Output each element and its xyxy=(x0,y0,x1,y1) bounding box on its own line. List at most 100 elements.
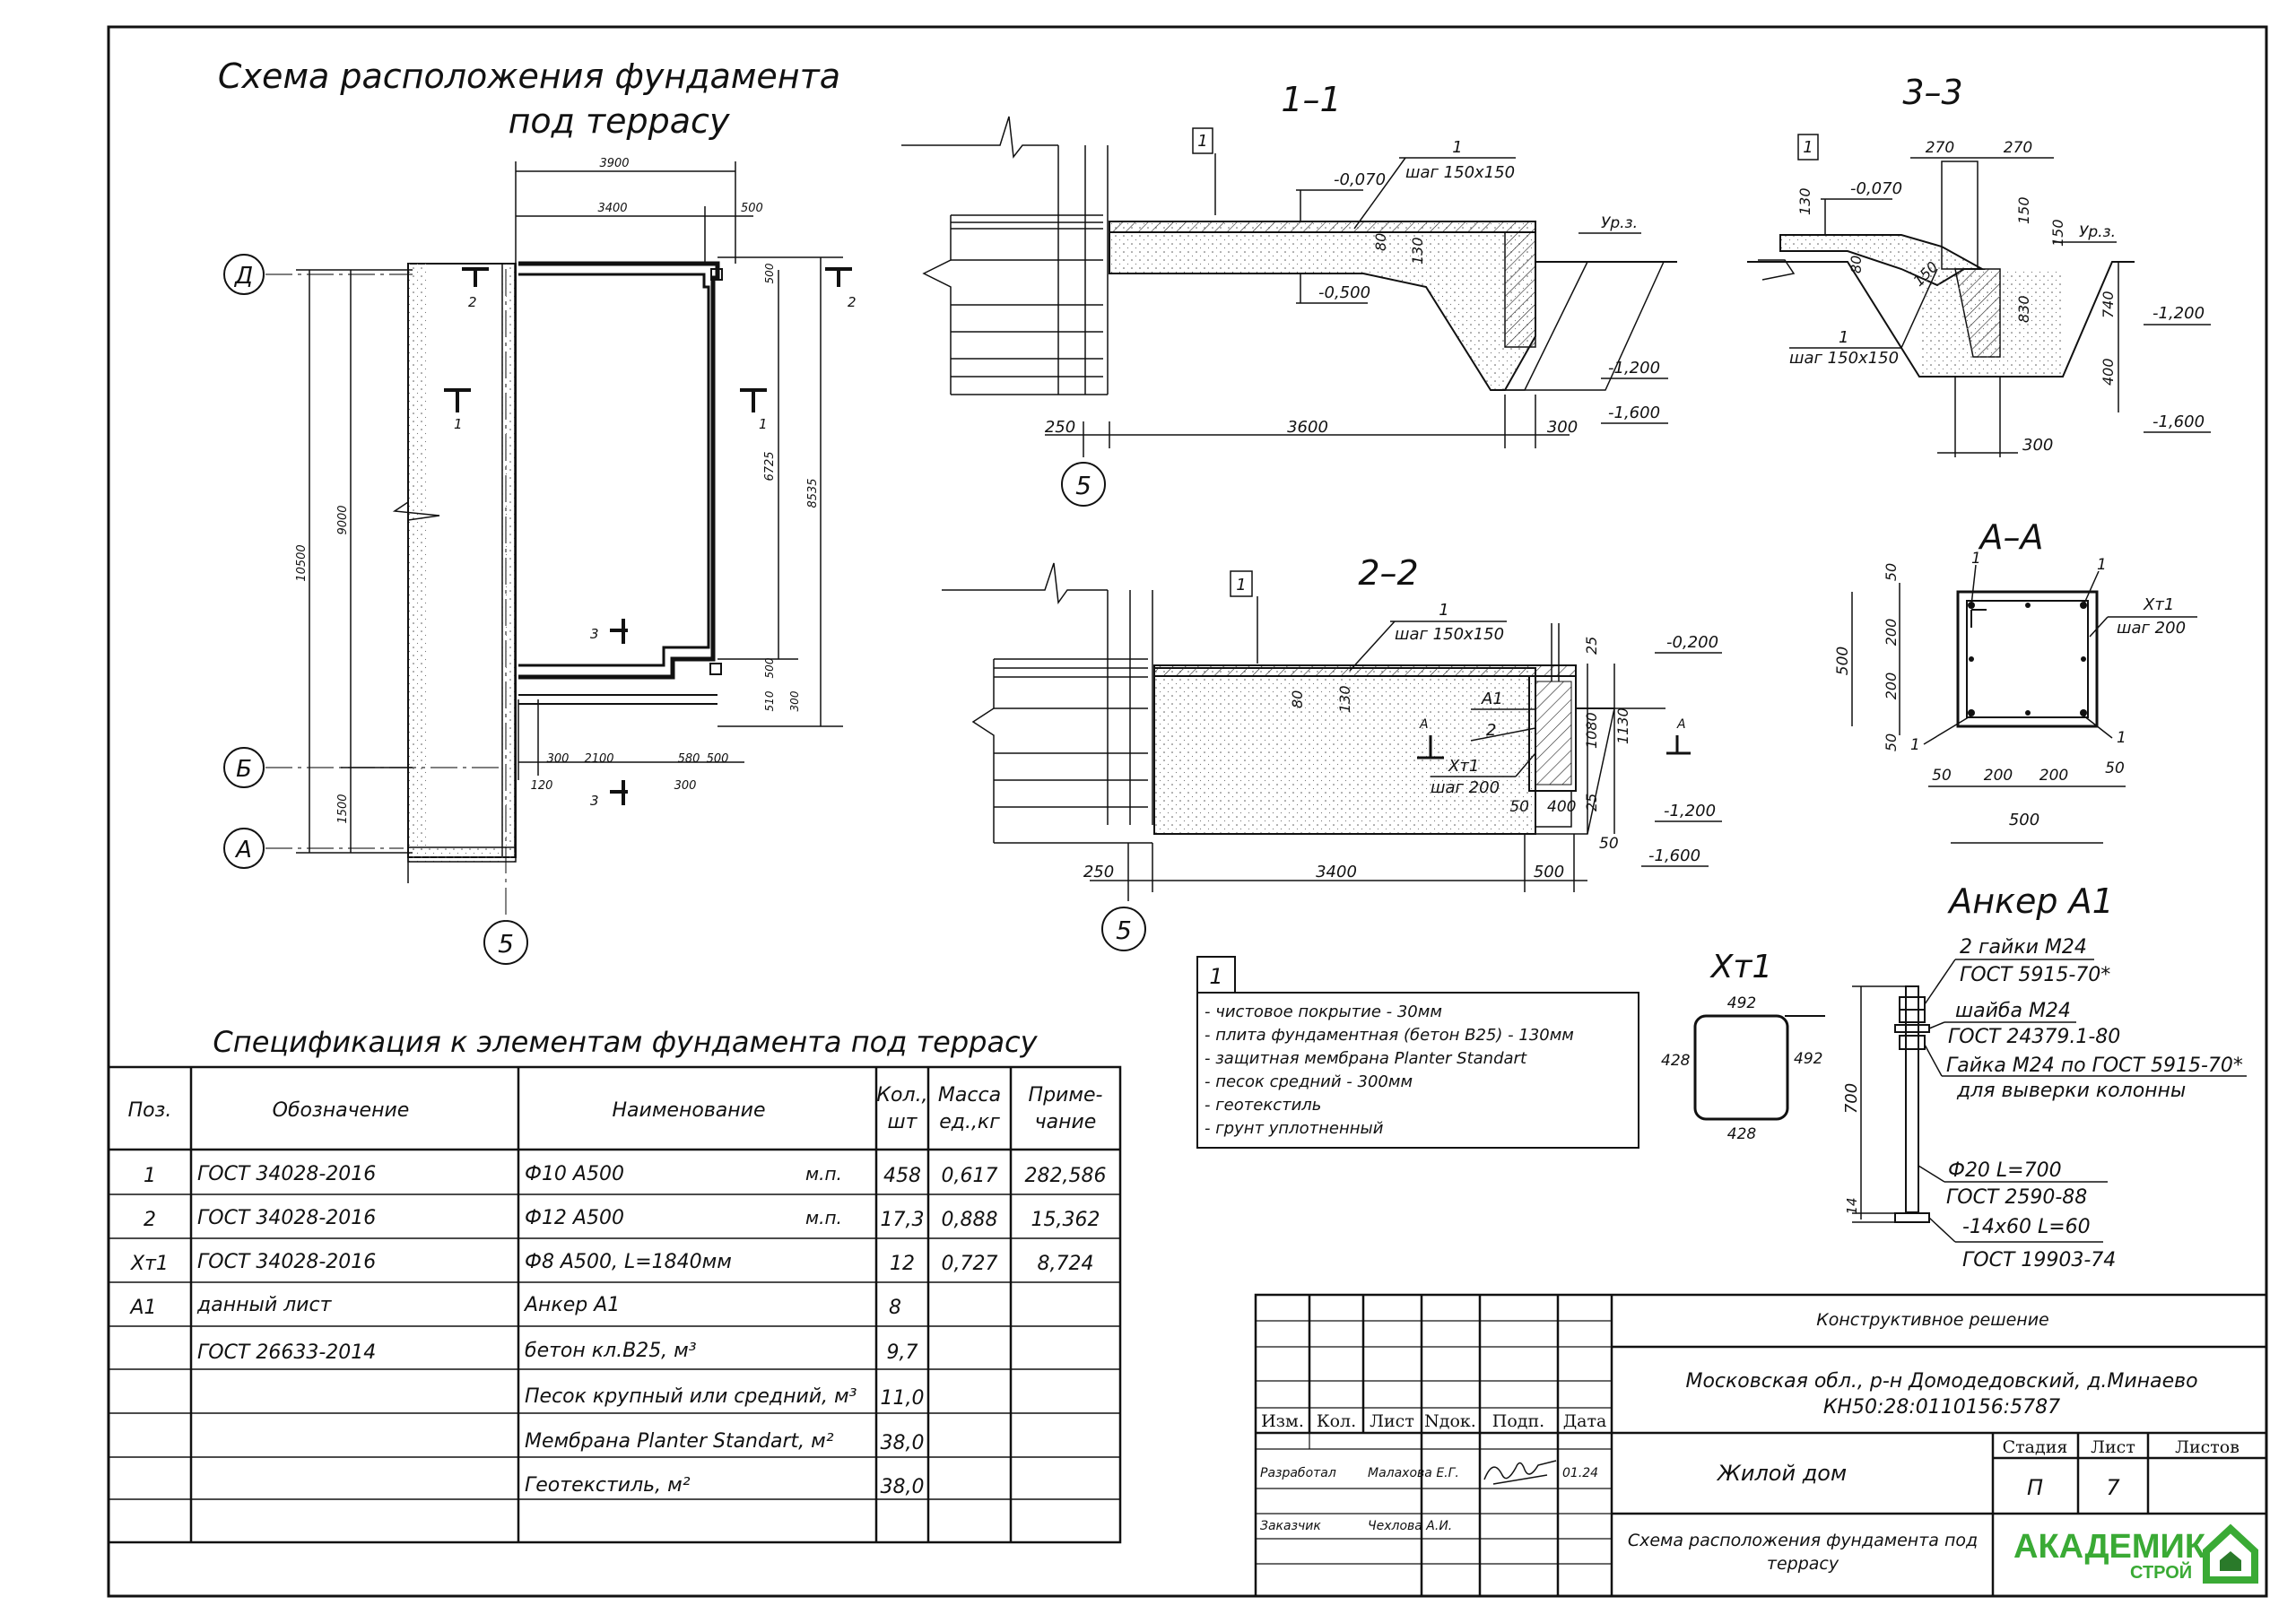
stamp-stage: П xyxy=(2027,1475,2043,1500)
stamp-sheet-number: 7 xyxy=(2106,1475,2120,1500)
aa-dim-50-a: 50 xyxy=(1883,563,1900,581)
spec-header-mass-2: ед.,кг xyxy=(939,1111,1000,1133)
anchor-note-1: 2 гайки М24 xyxy=(1960,936,2087,959)
section-1-1: 1–1 1 1 шаг 150 xyxy=(901,80,1677,507)
dim-3400: 3400 xyxy=(597,202,627,215)
anchor-note-10: ГОСТ 19903-74 xyxy=(1962,1249,2116,1271)
anchor-dim-700: 700 xyxy=(1842,1083,1861,1114)
s11-dim-80: 80 xyxy=(1372,233,1389,251)
spec-header-mass-1: Масса xyxy=(938,1084,1001,1107)
spec-cell-name: Ф10 А500 xyxy=(525,1163,624,1185)
stamp-address-2: КН50:28:0110156:5787 xyxy=(1823,1396,2060,1419)
spec-cell-name: Мембрана Planter Standart, м² xyxy=(525,1430,834,1453)
spec-header-qty-2: шт xyxy=(888,1111,918,1133)
dim-580: 580 xyxy=(678,752,700,766)
aa-label-1-tr: 1 xyxy=(2097,556,2107,574)
dim-120: 120 xyxy=(531,779,553,793)
stamp-object: Жилой дом xyxy=(1716,1461,1847,1486)
stamp-drawing-title-2: террасу xyxy=(1767,1554,1839,1574)
legend-number: 1 xyxy=(1209,964,1222,989)
section-2-2-title: 2–2 xyxy=(1358,553,1418,593)
section-3-3-title: 3–3 xyxy=(1902,73,1962,112)
spec-title: Спецификация к элементам фундамента под … xyxy=(213,1025,1038,1059)
aa-dim-200-b: 200 xyxy=(1883,673,1900,700)
anchor-note-7: Ф20 L=700 xyxy=(1948,1159,2062,1182)
spec-cell-unit: м.п. xyxy=(805,1163,842,1185)
dim-9000: 9000 xyxy=(336,505,350,534)
dim-10500: 10500 xyxy=(295,544,309,581)
legend-item: - песок средний - 300мм xyxy=(1205,1072,1413,1091)
s11-dim-130: 130 xyxy=(1409,237,1426,265)
s33-level-1200: -1,200 xyxy=(2152,304,2205,323)
dim-1500: 1500 xyxy=(336,794,350,823)
dim-500-top: 500 xyxy=(741,202,763,215)
s33-dim-270-b: 270 xyxy=(2004,139,2032,157)
s33-grade: Ур.з. xyxy=(2079,223,2116,241)
xm1-title: Хт1 xyxy=(1709,949,1773,985)
cut-3-top: 3 xyxy=(590,626,599,642)
dim-300-b: 300 xyxy=(547,752,570,766)
s11-axis-5: 5 xyxy=(1075,471,1091,500)
spec-cell-qty: 17,3 xyxy=(881,1209,925,1231)
s33-dim-150-b: 150 xyxy=(2049,219,2066,247)
s33-dim-150-a: 150 xyxy=(2015,196,2032,224)
s22-cut-a-left: А xyxy=(1419,717,1429,732)
spec-cell-qty: 12 xyxy=(890,1253,915,1275)
xm1-dim-top: 492 xyxy=(1727,994,1756,1012)
s22-ref: 1 xyxy=(1236,576,1246,595)
s22-axis-5: 5 xyxy=(1116,916,1132,945)
section-a-a-title: А–А xyxy=(1978,517,2044,557)
dim-3900: 3900 xyxy=(599,157,629,170)
dim-300-c: 300 xyxy=(674,779,697,793)
s11-rebar-num: 1 xyxy=(1452,138,1462,157)
axis-label-b: Б xyxy=(236,756,252,783)
spec-cell-code: ГОСТ 34028-2016 xyxy=(197,1207,376,1229)
spec-cell-pos: Хт1 xyxy=(130,1253,169,1275)
s11-level-1200: -1,200 xyxy=(1608,359,1660,378)
s22-cut-a-right: А xyxy=(1676,717,1686,732)
spec-header-code: Обозначение xyxy=(273,1099,410,1122)
dim-500-r1: 500 xyxy=(763,263,776,283)
signature-developer xyxy=(1483,1460,1557,1485)
s33-level-1600: -1,600 xyxy=(2152,412,2205,431)
dim-500-b: 500 xyxy=(707,752,729,766)
anchor-note-2: ГОСТ 5915-70* xyxy=(1960,964,2110,986)
logo-text-sub: СТРОЙ xyxy=(2130,1561,2192,1583)
layer-legend: 1 - чистовое покрытие - 30мм - плита фун… xyxy=(1196,956,1639,1149)
spec-cell-qty: 8 xyxy=(889,1297,901,1319)
xm1-dim-bottom: 428 xyxy=(1727,1125,1757,1143)
dim-300-r: 300 xyxy=(788,690,801,711)
s11-level-1600: -1,600 xyxy=(1608,404,1660,422)
stamp-sheets-header: Листов xyxy=(2175,1437,2239,1457)
s11-level-070: -0,070 xyxy=(1334,170,1386,189)
s11-dim-250: 250 xyxy=(1045,418,1075,437)
aa-dim-50-b: 50 xyxy=(1883,733,1900,751)
spec-header-qty-1: Кол., xyxy=(876,1084,927,1107)
aa-dim-500-h: 500 xyxy=(2009,811,2039,829)
stamp-solution: Конструктивное решение xyxy=(1816,1310,2049,1330)
s22-dim-1080: 1080 xyxy=(1583,712,1600,749)
s33-dim-130: 130 xyxy=(1796,187,1813,215)
spec-cell-name: Анкер А1 xyxy=(523,1294,620,1316)
section-a-a: А–А 1 1 Хт1 шаг 200 1 1 500 50 200 200 5… xyxy=(1834,517,2197,844)
aa-dim-200-a: 200 xyxy=(1883,619,1900,647)
spec-cell-note: 282,586 xyxy=(1025,1165,1107,1187)
s22-level-200: -0,200 xyxy=(1666,633,1718,652)
axis-bubble-a xyxy=(223,828,265,869)
anchor-note-4: ГОСТ 24379.1-80 xyxy=(1948,1026,2120,1048)
aa-label-1-br: 1 xyxy=(2117,729,2126,747)
s33-dim-300: 300 xyxy=(2022,436,2053,455)
s22-label-xm1: Хт1 xyxy=(1448,757,1479,776)
stamp-podp: Подп. xyxy=(1492,1411,1544,1431)
spec-cell-pos: 1 xyxy=(144,1165,156,1187)
stamp-ndok: Nдок. xyxy=(1424,1411,1476,1431)
spec-cell-name: бетон кл.В25, м³ xyxy=(525,1340,697,1362)
s22-dim-1130: 1130 xyxy=(1614,707,1631,744)
spec-cell-pos: 2 xyxy=(144,1209,156,1231)
anchor-note-6: для выверки колонны xyxy=(1956,1080,2186,1102)
s22-level-1200: -1,200 xyxy=(1664,802,1716,820)
s33-dim-400: 400 xyxy=(2100,358,2117,386)
s22-dim-130: 130 xyxy=(1336,685,1353,713)
spec-cell-code: ГОСТ 26633-2014 xyxy=(197,1341,376,1364)
anchor-a1: Анкер А1 700 14 2 гайки М24 ГОСТ 5915-70… xyxy=(1842,881,2247,1271)
